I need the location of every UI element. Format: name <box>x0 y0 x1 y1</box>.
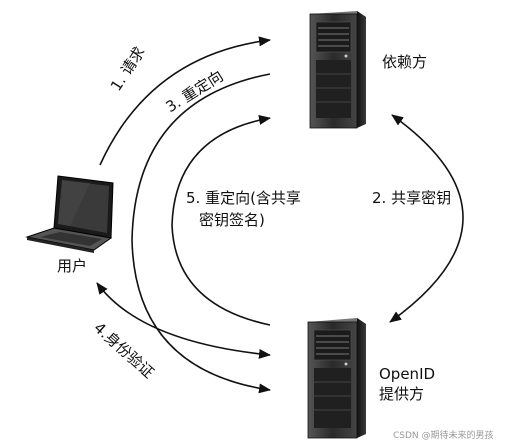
openid-provider-label-line2: 提供方 <box>379 385 425 403</box>
relying-party-label: 依赖方 <box>382 53 428 71</box>
arrow-step4-authentication <box>96 282 271 359</box>
arrow-step1-request <box>99 36 271 166</box>
step5-label-line1: 5. 重定向(含共享 <box>186 189 301 207</box>
user-label: 用户 <box>57 257 88 275</box>
watermark: CSDN @期待未来的男孩 <box>393 431 494 441</box>
openid-provider-server-icon <box>307 318 366 439</box>
arrow-step2-shared-key <box>389 114 464 323</box>
laptop-icon <box>25 175 114 253</box>
step5-label-line2: 密钥签名) <box>199 211 265 229</box>
relying-party-server-icon <box>309 11 366 129</box>
step2-label: 2. 共享密钥 <box>372 189 452 207</box>
openid-provider-label-line1: OpenID <box>379 365 436 383</box>
arrow-step3-redirect <box>131 73 271 394</box>
